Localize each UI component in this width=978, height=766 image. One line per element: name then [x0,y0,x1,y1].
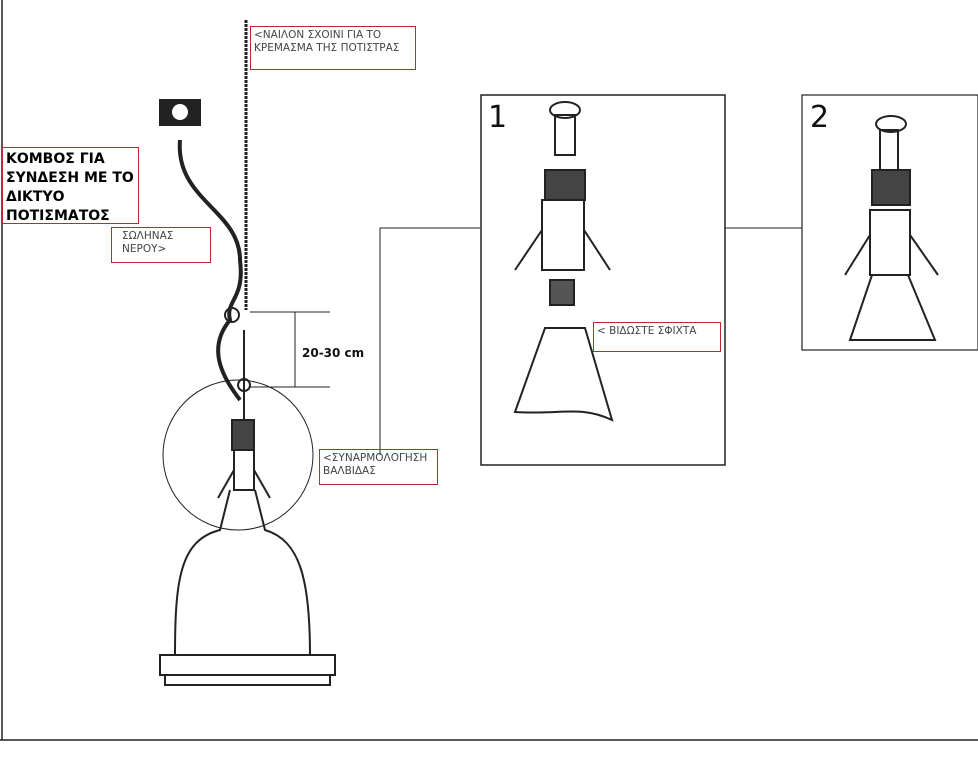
step-1-number: 1 [488,100,508,135]
connector-label: ΚΟΜΒΟΣ ΓΙΑ ΣΥΝΔΕΣΗ ΜΕ ΤΟ ΔΙΚΤΥΟ ΠΟΤΙΣΜΑΤ… [2,147,139,224]
step-2-number: 2 [810,100,830,135]
rope-label: <ΝΑΙΛΟΝ ΣΧΟΙΝΙ ΓΙΑ ΤΟ ΚΡΕΜΑΣΜΑ ΤΗΣ ΠΟΤΙΣ… [250,26,416,70]
tighten-label: < ΒΙΔΩΣΤΕ ΣΦΙΧΤΑ [593,322,721,352]
water-hose [177,139,243,402]
valve-label: <ΣΥΝΑΡΜΟΛΟΓΗΣΗ ΒΑΛΒΙΔΑΣ [319,449,438,485]
distance-label: 20-30 cm [302,346,365,360]
hose-label: ΣΩΛΗΝΑΣ ΝΕΡΟΥ> [111,227,211,263]
